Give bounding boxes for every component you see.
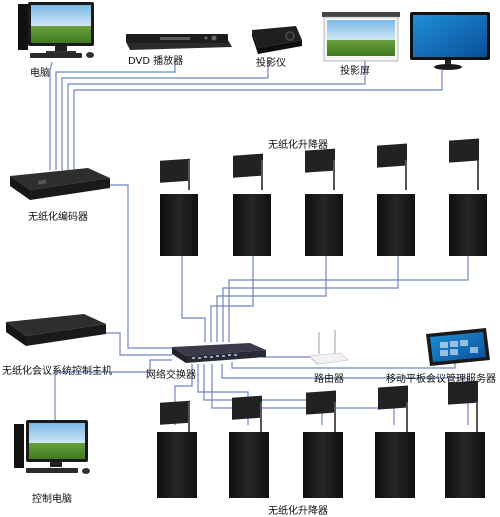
lifter-top-3 — [305, 148, 343, 256]
lifters-top-label: 无纸化升降器 — [268, 140, 328, 151]
link-encoder-monitor — [73, 70, 443, 170]
link-encoder-pc — [49, 61, 53, 170]
lifter-bottom-5 — [445, 380, 485, 498]
projector-icon — [252, 26, 302, 54]
control-pc-icon — [14, 420, 90, 474]
monitor-icon — [410, 12, 490, 70]
link-switch-tablet — [231, 362, 456, 369]
link-controlpc-switch — [54, 359, 172, 420]
lifters-top — [160, 138, 487, 256]
link-switch-lifter-t2 — [210, 232, 254, 342]
router-label: 路由器 — [314, 374, 344, 385]
link-encoder-screen — [67, 60, 366, 170]
link-host-switch — [100, 332, 172, 356]
lifter-bottom-3 — [303, 390, 343, 498]
screen-label: 投影屏 — [340, 66, 370, 77]
link-switch-lifter-b4 — [211, 364, 395, 425]
host-controller-icon — [6, 314, 106, 346]
host-label: 无纸化会议系统控制主机 — [2, 366, 112, 377]
network-switch-icon — [172, 343, 266, 363]
dvd-player-icon — [126, 34, 232, 50]
projector-label: 投影仪 — [256, 58, 286, 69]
control-pc-label: 控制电脑 — [32, 494, 72, 505]
projection-screen-icon — [322, 12, 400, 62]
pc-icon — [18, 2, 94, 58]
link-switch-lifter-t4 — [222, 232, 399, 342]
lifter-bottom-2 — [229, 395, 269, 498]
encoder-label: 无纸化编码器 — [28, 212, 88, 223]
tablet-server-label: 移动平板会议管理服务器 — [386, 374, 496, 385]
lifters-bottom — [157, 380, 485, 498]
lifter-top-2 — [233, 153, 271, 256]
link-encoder-projector — [61, 60, 269, 170]
dvd-label: DVD 播放器 — [128, 56, 184, 67]
tablet-icon — [426, 328, 490, 366]
lifter-top-5 — [449, 138, 487, 256]
lifters-bottom-label: 无纸化升降器 — [268, 506, 328, 517]
link-encoder-switch — [105, 184, 172, 349]
link-switch-lifter-t1 — [181, 232, 206, 342]
lifter-top-1 — [160, 158, 198, 256]
link-switch-lifter-t3 — [216, 232, 327, 342]
switch-label: 网络交换器 — [146, 370, 196, 381]
link-encoder-dvd — [55, 58, 176, 170]
lifter-top-4 — [377, 143, 415, 256]
pc-label: 电脑 — [30, 68, 50, 79]
encoder-icon — [10, 168, 110, 200]
router-icon — [309, 330, 349, 366]
lifter-bottom-4 — [375, 385, 415, 498]
lifter-bottom-1 — [157, 400, 197, 498]
